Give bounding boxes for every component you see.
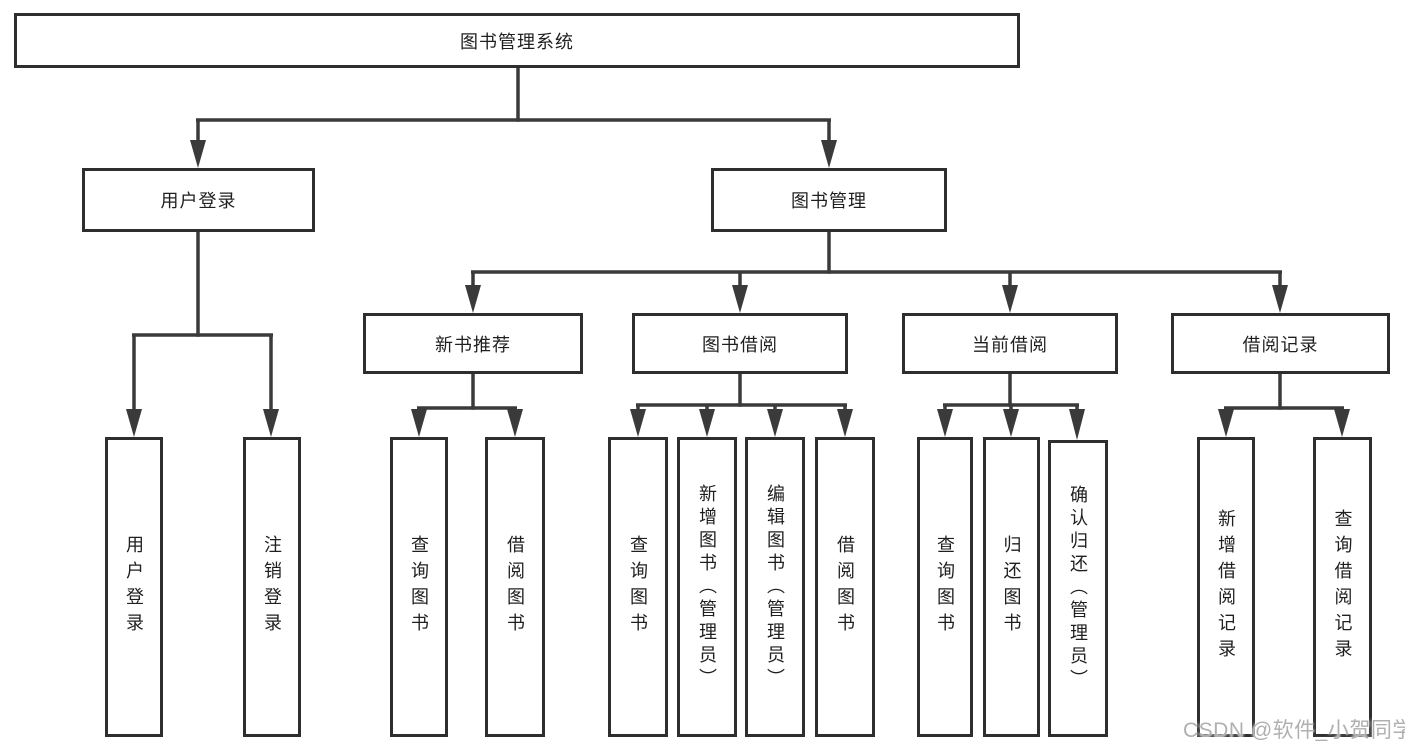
- node-current-borrow-label: 当前借阅: [972, 334, 1048, 355]
- leaf-add-book-admin-label: 新增图书（管理员）: [697, 483, 717, 691]
- leaf-user-login: 用户登录: [105, 437, 163, 737]
- connector-root-to-level2: [190, 66, 837, 168]
- leaf-query-borrow-record: 查询借阅记录: [1313, 437, 1372, 737]
- leaf-user-login-label: 用户登录: [124, 535, 144, 639]
- leaf-query-books-recommend: 查询图书: [390, 437, 448, 737]
- node-user-login-label: 用户登录: [160, 191, 237, 211]
- node-borrow-records-label: 借阅记录: [1242, 334, 1319, 355]
- leaf-logout-label: 注销登录: [262, 535, 282, 639]
- leaf-query-books-current-label: 查询图书: [935, 535, 955, 639]
- leaf-query-books-borrow-label: 查询图书: [628, 535, 648, 639]
- connector-book-borrow-to-leaves: [630, 372, 853, 437]
- leaf-add-borrow-record-label: 新增借阅记录: [1216, 509, 1236, 665]
- node-borrow-records: 借阅记录: [1171, 313, 1390, 374]
- leaf-logout: 注销登录: [243, 437, 301, 737]
- leaf-edit-book-admin: 编辑图书（管理员）: [745, 437, 805, 737]
- connector-new-book-to-leaves: [411, 372, 523, 437]
- node-book-borrow: 图书借阅: [632, 313, 848, 374]
- node-book-management-label: 图书管理: [791, 191, 867, 211]
- leaf-add-book-admin: 新增图书（管理员）: [677, 437, 737, 737]
- connector-user-login-to-leaves: [126, 230, 279, 437]
- node-book-borrow-label: 图书借阅: [702, 334, 778, 355]
- node-root-library-system: 图书管理系统: [14, 13, 1020, 68]
- leaf-borrow-books-recommend: 借阅图书: [485, 437, 545, 737]
- leaf-query-books-borrow: 查询图书: [608, 437, 668, 737]
- leaf-return-book-label: 归还图书: [1001, 535, 1022, 639]
- node-current-borrow: 当前借阅: [902, 313, 1118, 374]
- node-new-book-recommend: 新书推荐: [363, 313, 583, 374]
- leaf-borrow-books-label: 借阅图书: [835, 535, 855, 639]
- leaf-add-borrow-record: 新增借阅记录: [1197, 437, 1255, 737]
- leaf-query-borrow-record-label: 查询借阅记录: [1332, 509, 1353, 665]
- leaf-query-books-recommend-label: 查询图书: [409, 535, 429, 639]
- leaf-borrow-books-recommend-label: 借阅图书: [505, 535, 525, 639]
- leaf-edit-book-admin-label: 编辑图书（管理员）: [765, 483, 785, 691]
- node-new-book-recommend-label: 新书推荐: [435, 334, 511, 355]
- connector-current-borrow-to-leaves: [937, 372, 1085, 440]
- leaf-query-books-current: 查询图书: [917, 437, 973, 737]
- node-user-login: 用户登录: [82, 168, 315, 232]
- node-root-label: 图书管理系统: [460, 31, 574, 52]
- node-book-management: 图书管理: [711, 168, 947, 232]
- connector-book-management-to-level3: [465, 230, 1288, 313]
- leaf-return-book: 归还图书: [983, 437, 1040, 737]
- leaf-confirm-return-admin: 确认归还（管理员）: [1048, 440, 1108, 737]
- leaf-confirm-return-admin-label: 确认归还（管理员）: [1068, 485, 1088, 692]
- csdn-watermark: CSDN @软件_小贺同学: [1183, 719, 1405, 742]
- connector-borrow-records-to-leaves: [1218, 372, 1350, 437]
- leaf-borrow-books: 借阅图书: [815, 437, 875, 737]
